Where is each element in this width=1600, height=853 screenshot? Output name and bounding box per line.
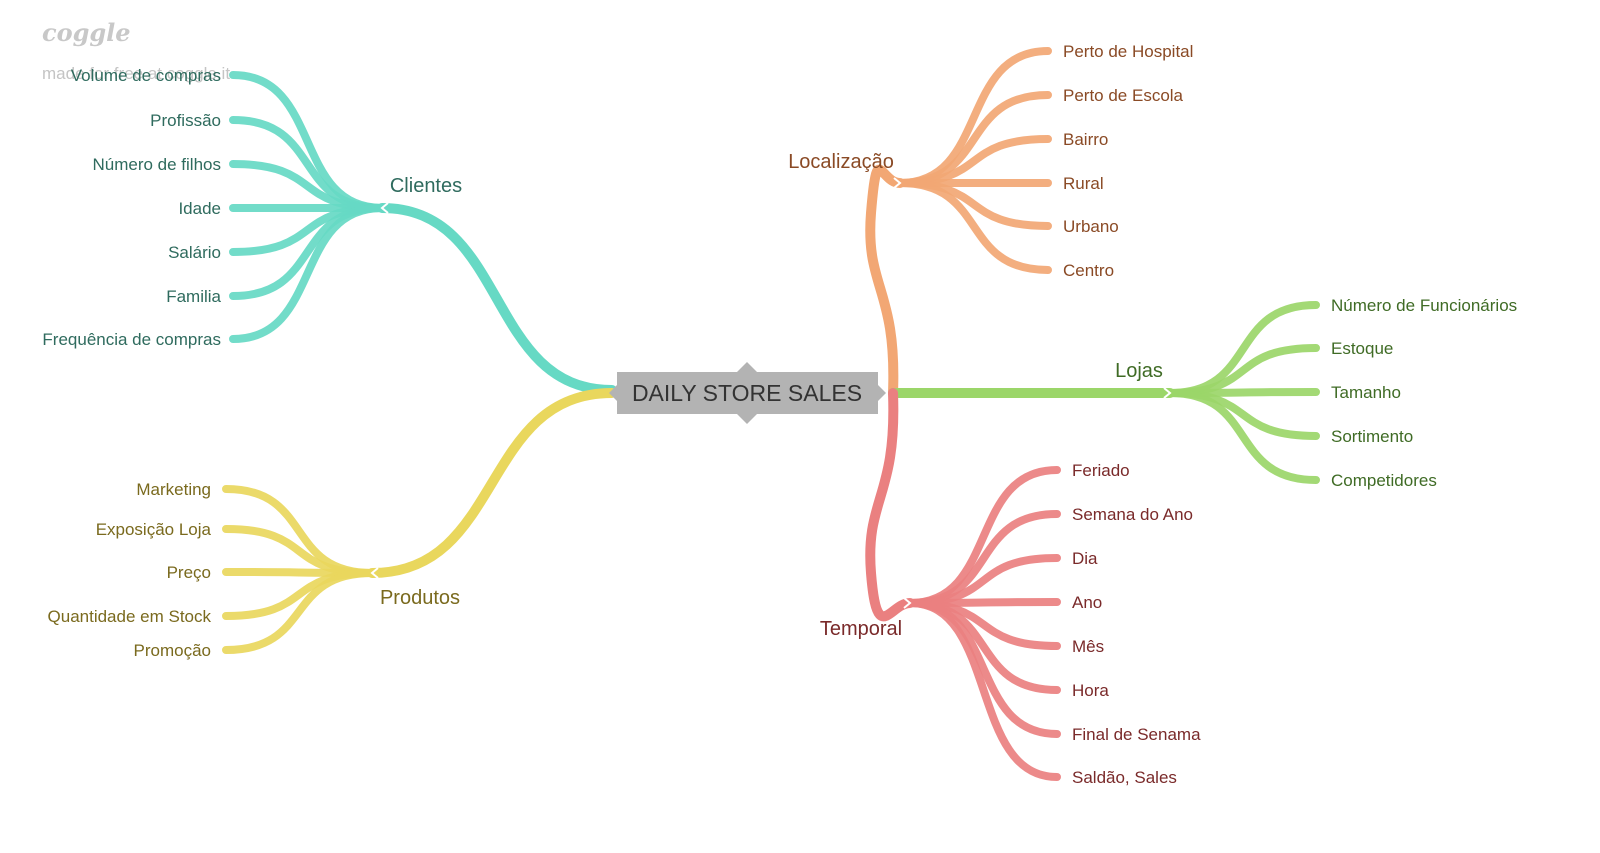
- leaf-estoque[interactable]: Estoque: [1331, 339, 1393, 358]
- leaf-connector-promocao: [222, 569, 376, 654]
- leaf-tamanho[interactable]: Tamanho: [1331, 383, 1401, 402]
- hub-marker-produtos: [370, 567, 379, 579]
- branch-connector-clientes: [377, 203, 617, 395]
- leaf-salario[interactable]: Salário: [168, 243, 221, 262]
- branch-label-produtos[interactable]: Produtos: [380, 587, 460, 609]
- leaf-feriado[interactable]: Feriado: [1072, 461, 1130, 480]
- leaf-numero-de-funcionarios[interactable]: Número de Funcionários: [1331, 296, 1517, 315]
- coggle-logo[interactable]: coggle: [42, 18, 131, 47]
- branch-label-clientes[interactable]: Clientes: [390, 175, 462, 197]
- leaf-familia[interactable]: Familia: [166, 287, 221, 306]
- hub-marker-localizacao: [893, 177, 902, 189]
- leaf-connector-frequencia-de-compras: [229, 204, 386, 343]
- leaf-ano[interactable]: Ano: [1072, 593, 1102, 612]
- central-node[interactable]: DAILY STORE SALES: [609, 362, 886, 424]
- leaf-saldao-sales[interactable]: Saldão, Sales: [1072, 768, 1177, 787]
- leaf-preco[interactable]: Preço: [167, 563, 211, 582]
- leaf-frequencia-de-compras[interactable]: Frequência de compras: [42, 330, 221, 349]
- leaf-sortimento[interactable]: Sortimento: [1331, 427, 1413, 446]
- branch-temporal: [865, 388, 1061, 781]
- leaf-mes[interactable]: Mês: [1072, 637, 1104, 656]
- branch-produtos: [222, 388, 617, 654]
- leaf-rural[interactable]: Rural: [1063, 174, 1104, 193]
- leaf-perto-de-hospital[interactable]: Perto de Hospital: [1063, 42, 1193, 61]
- branch-connector-produtos: [367, 388, 617, 578]
- leaf-bairro[interactable]: Bairro: [1063, 130, 1108, 149]
- branch-lojas: [888, 301, 1320, 484]
- connector-layer: [222, 47, 1320, 781]
- leaf-final-de-senama[interactable]: Final de Senama: [1072, 725, 1201, 744]
- leaf-dia[interactable]: Dia: [1072, 549, 1098, 568]
- branch-localizacao: [865, 47, 1052, 398]
- leaf-connector-saldao-sales: [906, 599, 1061, 781]
- leaf-numero-de-filhos[interactable]: Número de filhos: [92, 155, 221, 174]
- leaf-connector-competidores: [1166, 389, 1320, 484]
- leaf-perto-de-escola[interactable]: Perto de Escola: [1063, 86, 1184, 105]
- leaf-exposicao-loja[interactable]: Exposição Loja: [96, 520, 212, 539]
- hub-marker-lojas: [1163, 387, 1172, 399]
- leaf-volume-de-compras[interactable]: Volume de compras: [71, 66, 221, 85]
- leaf-promocao[interactable]: Promoção: [134, 641, 211, 660]
- branch-connector-localizacao: [865, 164, 905, 398]
- leaf-urbano[interactable]: Urbano: [1063, 217, 1119, 236]
- central-node-label[interactable]: DAILY STORE SALES: [632, 380, 862, 406]
- leaf-semana-do-ano[interactable]: Semana do Ano: [1072, 505, 1193, 524]
- branch-label-lojas[interactable]: Lojas: [1115, 360, 1163, 382]
- branch-clientes: [229, 71, 617, 395]
- leaf-connector-centro: [896, 179, 1052, 274]
- leaf-marketing[interactable]: Marketing: [136, 480, 211, 499]
- hub-marker-temporal: [903, 597, 912, 609]
- hub-marker-clientes: [380, 202, 389, 214]
- branch-label-temporal[interactable]: Temporal: [820, 618, 902, 640]
- leaf-quantidade-em-stock[interactable]: Quantidade em Stock: [48, 607, 212, 626]
- branch-connector-temporal: [865, 388, 915, 622]
- watermark-tagline: made for free at coggle.it: [42, 64, 231, 83]
- leaf-competidores[interactable]: Competidores: [1331, 471, 1437, 490]
- central-node-shape: [609, 362, 886, 424]
- leaf-centro[interactable]: Centro: [1063, 261, 1114, 280]
- leaf-idade[interactable]: Idade: [178, 199, 221, 218]
- leaf-hora[interactable]: Hora: [1072, 681, 1109, 700]
- leaf-profissao[interactable]: Profissão: [150, 111, 221, 130]
- branch-label-localizacao[interactable]: Localização: [788, 151, 894, 173]
